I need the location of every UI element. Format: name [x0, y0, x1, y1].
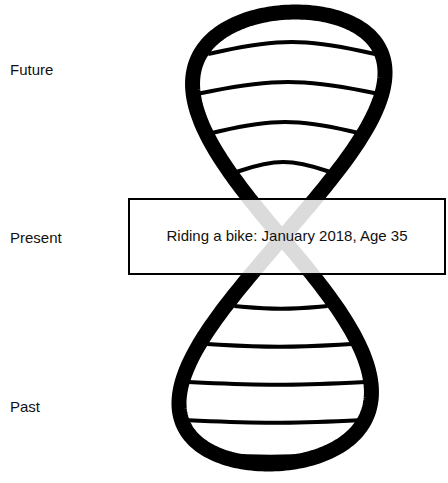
event-box: Riding a bike: January 2018, Age 35 [128, 198, 446, 275]
timeline-label: Future [10, 61, 53, 78]
loop-stripe [231, 162, 336, 174]
timeline-label: Present [10, 229, 62, 246]
loop-stripe [188, 382, 366, 385]
loop-stripe [208, 122, 363, 134]
loop-stripe [234, 306, 327, 309]
timeline-label: Past [10, 398, 40, 415]
loop-stripe [207, 344, 351, 347]
loop-stripe [197, 82, 380, 94]
loop-stripe [208, 42, 375, 54]
loop-stripe [184, 420, 364, 423]
event-text: Riding a bike: January 2018, Age 35 [166, 226, 407, 246]
